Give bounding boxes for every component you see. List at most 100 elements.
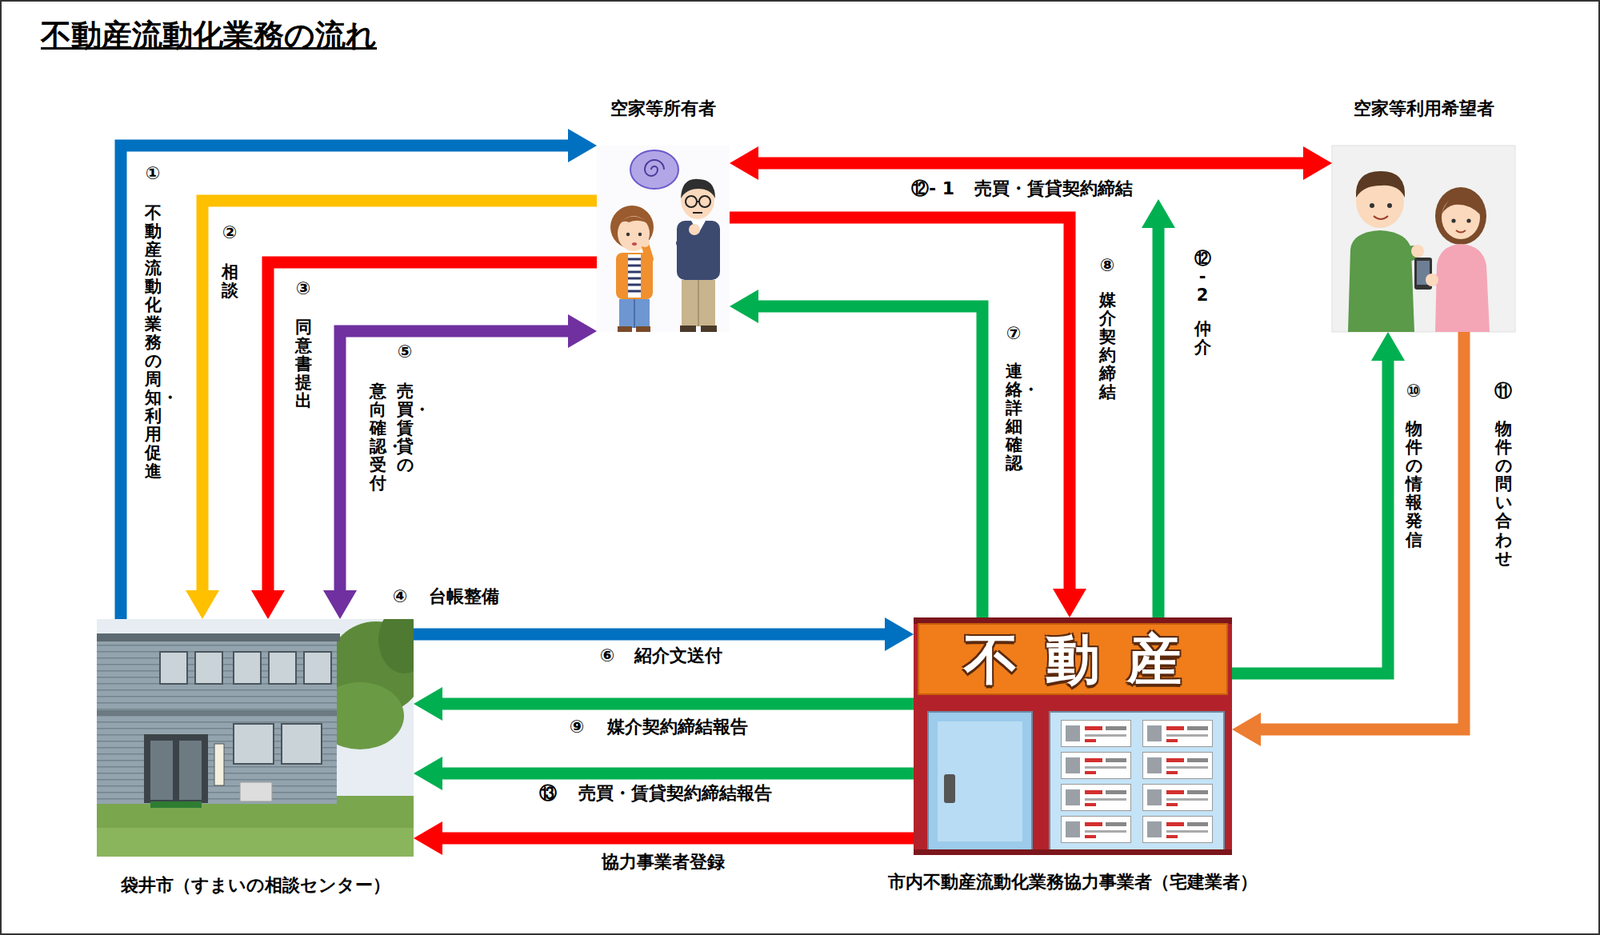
- arrow-head: [729, 289, 759, 324]
- woman-jeans-seam: [633, 299, 636, 328]
- edge-label-wrap: 売買・賃貸契約締結報告: [578, 783, 772, 804]
- arrow-head: [323, 590, 357, 620]
- edge-label-wrap: 売買・賃貸の 意向確認・受付: [369, 382, 414, 494]
- man-shoe: [680, 325, 696, 332]
- building-wall: [96, 640, 337, 804]
- node-text-wrap: 不動産: [913, 625, 1232, 695]
- edge-label-wrap: 売買・賃貸契約締結: [974, 178, 1133, 200]
- owner-illustration: [596, 145, 730, 332]
- label-wrap: ⑫-2: [1194, 249, 1212, 305]
- text-column: 売買・賃貸の: [396, 382, 414, 475]
- callout-number: ⑬: [539, 783, 557, 804]
- woman-smile: [1456, 230, 1466, 233]
- worry-cloud: [630, 150, 679, 189]
- door-handle: [944, 774, 956, 804]
- flow-arrow-shaft: [440, 768, 914, 780]
- edge-label-wrap: 媒介契約締結: [1099, 291, 1116, 403]
- man-sweater: [676, 220, 720, 280]
- man-glasses: [685, 196, 697, 208]
- arrow-head: [413, 687, 443, 721]
- tree: [378, 619, 414, 674]
- woman-eye: [1466, 218, 1471, 223]
- owner-backdrop: [596, 145, 730, 332]
- callout-number: ①: [145, 163, 161, 184]
- flow-arrow-shaft: [202, 200, 597, 593]
- node-text-wrap: 空家等所有者: [610, 98, 716, 120]
- flow-arrow: [413, 687, 914, 721]
- listing-card: [1143, 784, 1213, 812]
- entrance-glass: [150, 740, 173, 800]
- edge-label: 売買・賃貸契約締結報告: [578, 783, 772, 804]
- callout-number: ⑧: [1100, 255, 1116, 276]
- arrow-head: [1141, 199, 1176, 228]
- edge-label: 媒介契約締結: [1099, 291, 1116, 403]
- woman-stripes: [628, 259, 641, 292]
- edge-label-wrap: 同意書提出: [295, 318, 312, 411]
- listing-card: [1143, 752, 1213, 780]
- owner-figure: 空家等所有者: [596, 140, 730, 338]
- listing-card: [1061, 752, 1132, 780]
- edge-label-wrap: 紹介文送付: [634, 645, 723, 667]
- man-bridge-mouth: [692, 201, 703, 213]
- shop-door: [928, 712, 1032, 852]
- flow-arrow-shaft: [1258, 332, 1464, 730]
- flow-arrow-shaft: [440, 698, 914, 711]
- label-wrap: 台帳整備: [428, 586, 500, 608]
- arrow-head: [729, 146, 759, 180]
- shop-body: [913, 617, 1232, 856]
- woman-bangs: [616, 216, 652, 228]
- label-wrap: ⑬: [539, 783, 557, 804]
- label-wrap: ⑨: [569, 716, 585, 738]
- node-heading: 空家等所有者: [610, 98, 716, 120]
- lawn-light: [96, 828, 414, 857]
- woman-arm: [645, 246, 650, 260]
- woman-eye: [1451, 218, 1456, 223]
- man-hair: [680, 179, 716, 199]
- shop-roof: [913, 617, 1232, 624]
- label-wrap: ②: [222, 222, 238, 244]
- title-wrap: 不動産流動化業務の流れ: [40, 17, 377, 55]
- flow-arrow-shaft: [268, 262, 597, 593]
- man-eye: [1387, 203, 1392, 208]
- man-smile: [1373, 216, 1388, 220]
- flow-arrow: [729, 146, 1332, 180]
- flow-arrow: [323, 314, 597, 620]
- label-wrap: ⑦: [1006, 323, 1022, 344]
- arrow-head: [568, 128, 597, 163]
- edge-label-wrap: 物件の問い合わせ: [1495, 420, 1512, 568]
- node-heading: 空家等利用希望者: [1353, 98, 1495, 120]
- flow-arrow-shaft: [756, 157, 1306, 170]
- label-wrap: ⑧: [1100, 255, 1116, 276]
- arrow-head: [251, 590, 285, 620]
- woman-shirt: [628, 254, 641, 298]
- man-pants: [681, 280, 716, 327]
- edge-label: 物件の問い合わせ: [1495, 420, 1512, 568]
- text-column: 意向確認・受付: [369, 382, 387, 494]
- man-glasses: [699, 196, 711, 208]
- man-shoe: [700, 325, 717, 332]
- city-office-photo: [96, 619, 414, 857]
- window: [233, 652, 261, 684]
- arrow-head: [413, 756, 443, 791]
- flow-arrow-shaft: [120, 145, 571, 620]
- edge-label: 物件の情報発信: [1405, 420, 1423, 550]
- shop-door-glass: [937, 721, 1023, 842]
- woman-hand: [1425, 273, 1439, 287]
- flow-arrow: [1232, 332, 1464, 747]
- callout-number: ⑩: [1406, 380, 1422, 402]
- flow-arrow: [413, 821, 914, 856]
- diagram-title: 不動産流動化業務の流れ: [40, 17, 377, 55]
- lawn: [96, 796, 414, 857]
- woman-bangs: [1441, 195, 1480, 216]
- man-shirt: [1348, 230, 1415, 332]
- label-wrap: ①: [145, 163, 161, 184]
- edge-label-wrap: 連絡・詳細確認: [1005, 362, 1023, 474]
- callout-number: ②: [222, 222, 238, 244]
- flow-arrow-shaft: [440, 832, 914, 845]
- callout-number: 仲介: [1194, 320, 1212, 357]
- arrow-head: [1371, 332, 1405, 361]
- window: [160, 652, 188, 684]
